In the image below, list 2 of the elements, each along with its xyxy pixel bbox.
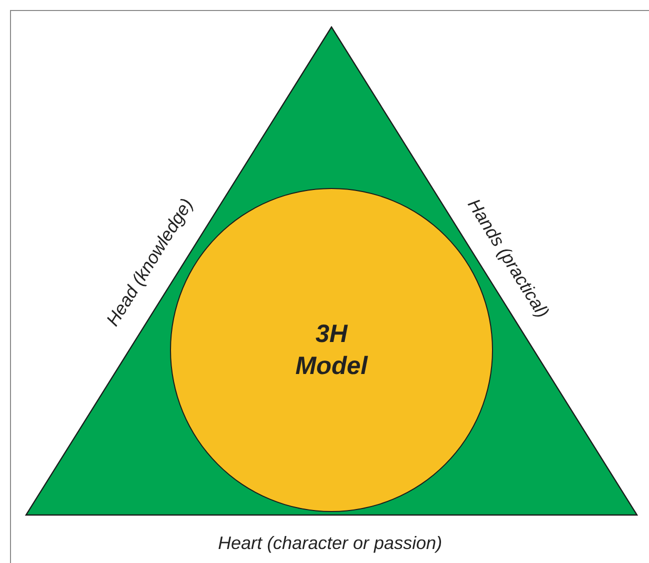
model-title: 3H Model bbox=[294, 319, 369, 382]
base-label: Heart (character or passion) bbox=[218, 532, 442, 554]
